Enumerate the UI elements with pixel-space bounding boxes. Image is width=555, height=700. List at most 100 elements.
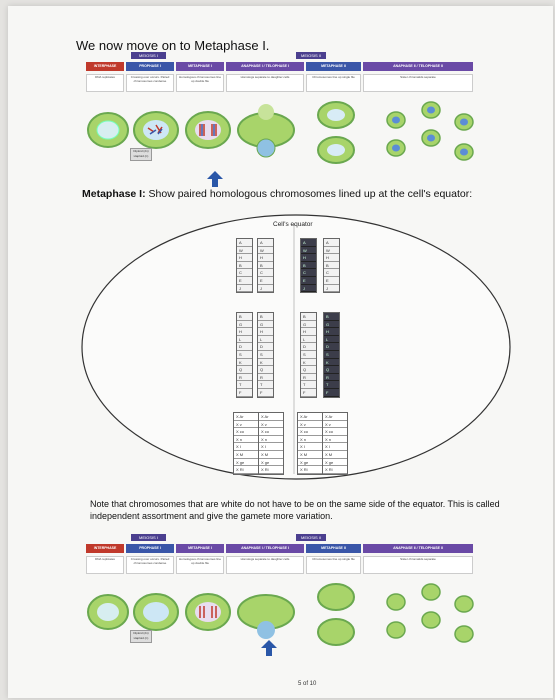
gene-locus: X v [234,421,258,429]
meiosis-2-band: MEIOSIS II [296,52,326,59]
gene-locus: F [237,389,252,397]
stage-prophase-1-bottom: PROPHASE I [126,544,174,553]
cell-oval-outline [81,214,511,480]
gene-locus: X Ar [298,413,322,421]
page-heading: We now move on to Metaphase I. [76,38,270,53]
desc-prophase-1: Crossing over occurs. Paired chromosomes… [126,74,174,92]
cell-prophase-icon [133,111,179,149]
gene-locus: S [301,351,316,359]
gene-locus: B [301,262,316,270]
cell-illustrations-bottom [87,583,474,646]
gene-locus: X I [298,443,322,451]
gene-locus: L [324,336,339,344]
gene-locus: C [258,269,273,277]
gene-locus: H [237,254,252,262]
gene-locus: C [301,269,316,277]
gene-locus: X co [259,428,283,436]
gene-locus: G [301,321,316,329]
gene-locus: C [324,269,339,277]
desc-anaphase-1: Homologs separate to daughter cells [226,74,304,92]
cell-illustrations [87,101,474,164]
gene-locus: J [324,285,339,293]
gene-locus: H [301,254,316,262]
gene-locus: F [301,389,316,397]
gene-locus: T [324,381,339,389]
stage-metaphase-1-bottom: METAPHASE I [176,544,224,553]
desc-metaphase-1-bottom: Homologous chromosomes line up double fi… [176,556,224,574]
stage-prophase-1: PROPHASE I [126,62,174,71]
meiosis-1-band: MEIOSIS I [131,52,166,59]
gene-locus: X Rl [323,466,347,474]
gene-locus: Q [324,366,339,374]
desc-interphase: DNA replicates [86,74,124,92]
gene-locus: C [237,269,252,277]
gene-locus: W [237,247,252,255]
stage-anaphase-1: ANAPHASE I / TELOPHASE I [226,62,304,71]
desc-anaphase-2-bottom: Sister chromatids separate [363,556,473,574]
meiosis-diagram-bottom: MEIOSIS I MEIOSIS II INTERPHASE PROPHASE… [86,534,481,659]
ploidy-key-box-bottom: Diploid (2n) Haploid (n) [130,630,152,643]
gene-locus: B [324,262,339,270]
desc-interphase-bottom: DNA replicates [86,556,124,574]
stage-metaphase-1: METAPHASE I [176,62,224,71]
desc-metaphase-1: Homologous chromosomes line up double fi… [176,74,224,92]
gene-locus: B [258,313,273,321]
gene-locus: S [258,351,273,359]
cell-metaphase-icon [185,111,231,149]
gene-locus: L [301,336,316,344]
gene-locus: X Rl [234,466,258,474]
gene-locus: X n [259,436,283,444]
meiosis-2-band-bottom: MEIOSIS II [296,534,326,541]
gene-locus: X Rl [259,466,283,474]
document-page: We now move on to Metaphase I. MEIOSIS I… [8,6,553,698]
stage-anaphase-2-bottom: ANAPHASE II / TELOPHASE II [363,544,473,553]
gene-locus: X ge [323,459,347,467]
gene-locus: H [237,328,252,336]
gene-locus: X ge [298,459,322,467]
gene-locus: X M [259,451,283,459]
gene-locus: B [237,262,252,270]
gene-locus: X Ar [234,413,258,421]
gene-locus: H [324,254,339,262]
stage-metaphase-2: METAPHASE II [306,62,361,71]
gene-locus: G [324,321,339,329]
arrow-up-icon-bottom [261,640,277,656]
gene-locus: X ge [259,459,283,467]
gene-locus: K [301,359,316,367]
gene-locus: K [237,359,252,367]
gene-locus: X co [323,428,347,436]
gene-locus: D [258,343,273,351]
gene-locus: K [258,359,273,367]
gene-locus: L [258,336,273,344]
stage-anaphase-1-bottom: ANAPHASE I / TELOPHASE I [226,544,304,553]
gene-locus: X M [234,451,258,459]
cell-anaphase-icon [237,104,295,158]
gene-locus: A [237,239,252,247]
gene-locus: D [324,343,339,351]
gene-locus: H [258,254,273,262]
gene-locus: B [301,313,316,321]
gene-locus: E [301,277,316,285]
stage-metaphase-2-bottom: METAPHASE II [306,544,361,553]
gene-locus: X co [234,428,258,436]
gene-locus: X I [259,443,283,451]
gene-locus: S [324,351,339,359]
gene-locus: R [324,374,339,382]
gene-locus: X v [259,421,283,429]
gene-locus: X Ar [259,413,283,421]
desc-metaphase-2-bottom: Chromosomes line up single file [306,556,361,574]
gene-locus: E [258,277,273,285]
gene-locus: X ge [234,459,258,467]
gene-locus: H [258,328,273,336]
